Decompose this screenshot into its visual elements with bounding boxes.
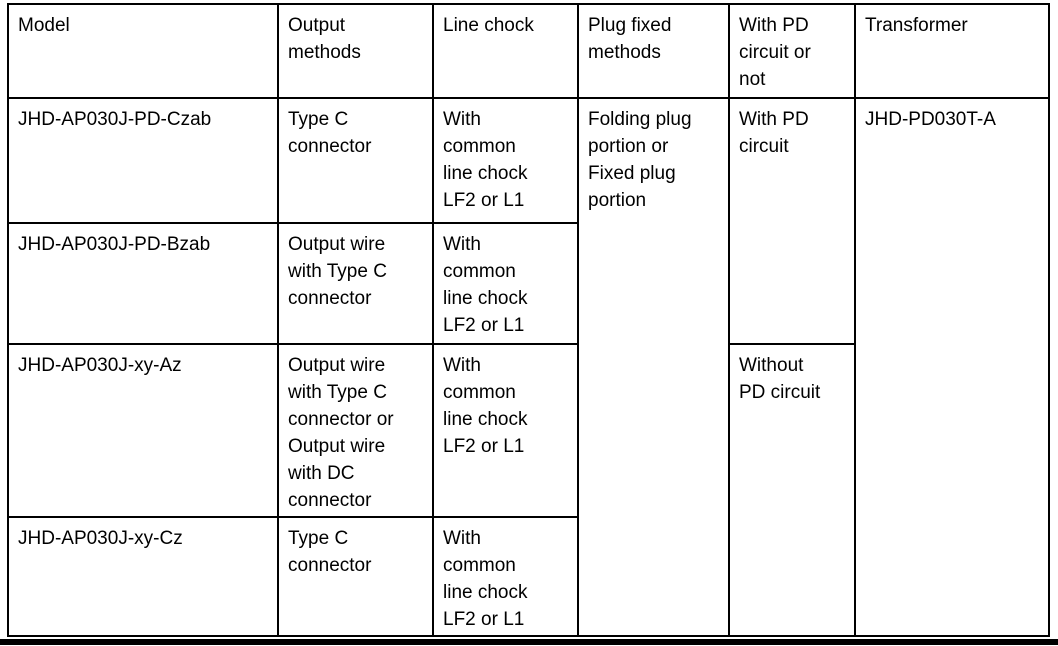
- cell-model-3: JHD-AP030J-xy-Az: [7, 343, 279, 518]
- header-line-chock: Line chock: [432, 3, 579, 99]
- header-output-methods: Output methods: [277, 3, 434, 99]
- table-row-4: JHD-AP030J-xy-Cz Type C connector With c…: [7, 516, 1049, 637]
- cell-output-methods-1: Type C connector: [277, 97, 434, 224]
- header-transformer: Transformer: [854, 3, 1050, 99]
- cell-line-chock-1: With common line chock LF2 or L1: [432, 97, 579, 224]
- table-header-row: Model Output methods Line chock Plug fix…: [7, 3, 1050, 99]
- cell-output-methods-4: Type C connector: [277, 516, 434, 637]
- table-row-2: JHD-AP030J-PD-Bzab Output wire with Type…: [7, 222, 1049, 345]
- cell-plug-fixed-methods: Folding plug portion or Fixed plug porti…: [577, 97, 730, 637]
- header-model: Model: [7, 3, 279, 99]
- cell-transformer: JHD-PD030T-A: [854, 97, 1050, 637]
- cell-output-methods-2: Output wire with Type C connector: [277, 222, 434, 345]
- page-bottom-rule: [0, 639, 1058, 645]
- table-row-1: JHD-AP030J-PD-Czab Type C connector With…: [7, 97, 1050, 637]
- model-spec-table: Model Output methods Line chock Plug fix…: [7, 3, 1050, 637]
- cell-model-2: JHD-AP030J-PD-Bzab: [7, 222, 279, 345]
- cell-line-chock-3: With common line chock LF2 or L1: [432, 343, 579, 518]
- cell-pd-circuit-without: Without PD circuit: [728, 343, 856, 637]
- header-plug-fixed-methods: Plug fixed methods: [577, 3, 730, 99]
- cell-output-methods-3: Output wire with Type C connector or Out…: [277, 343, 434, 518]
- cell-line-chock-4: With common line chock LF2 or L1: [432, 516, 579, 637]
- cell-line-chock-2: With common line chock LF2 or L1: [432, 222, 579, 345]
- cell-pd-circuit-with: With PD circuit: [728, 97, 856, 345]
- table-row-3: JHD-AP030J-xy-Az Output wire with Type C…: [7, 343, 1049, 637]
- header-pd-circuit: With PD circuit or not: [728, 3, 856, 99]
- cell-model-4: JHD-AP030J-xy-Cz: [7, 516, 279, 637]
- cell-model-1: JHD-AP030J-PD-Czab: [7, 97, 279, 224]
